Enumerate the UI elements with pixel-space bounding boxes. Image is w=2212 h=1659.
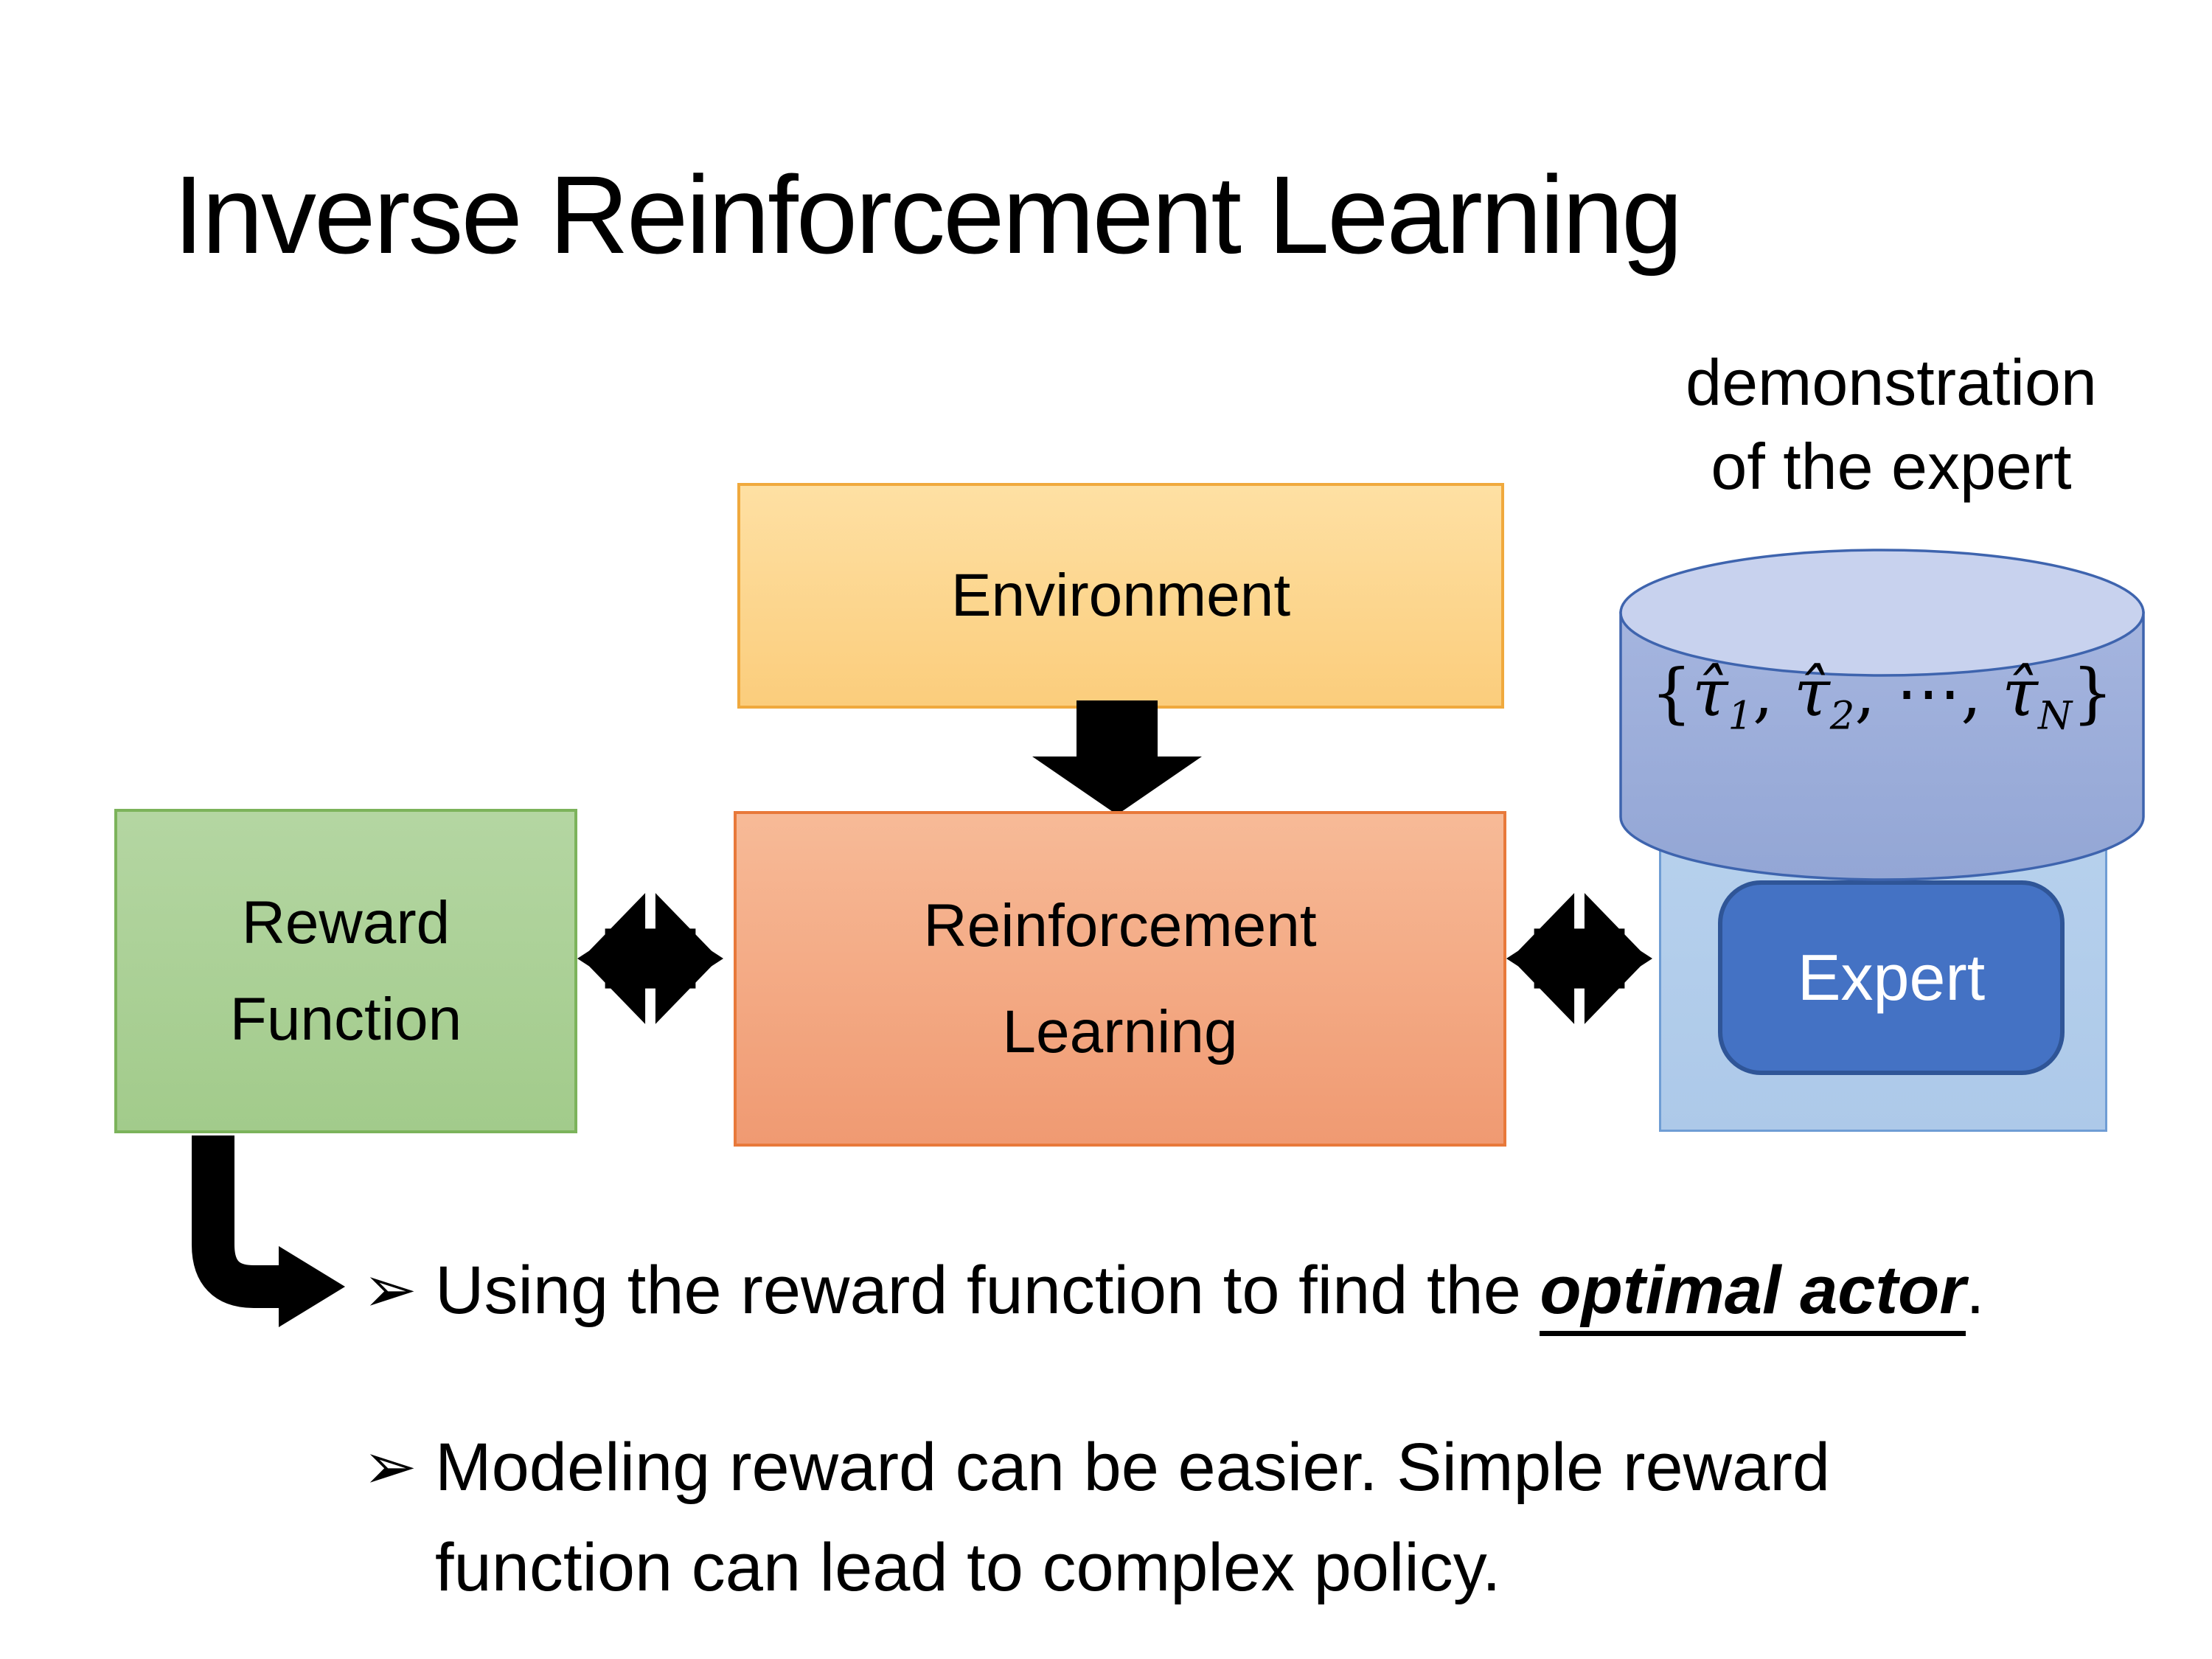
bullet-item-1: ➢ Using the reward function to find the … [363, 1240, 2147, 1340]
rl-label-line1: Reinforcement [923, 892, 1317, 959]
tau-hat-n: τ̂ [2002, 655, 2038, 731]
comma: , [1753, 655, 1795, 731]
optimal-actor-emphasis: optimal actor [1540, 1253, 1966, 1336]
down-arrow-icon [1032, 700, 1202, 815]
comma: , [1961, 655, 2003, 731]
tau-hat-2: τ̂ [1794, 655, 1830, 731]
bullet-2-line1: Modeling reward can be easier. Simple re… [435, 1430, 1831, 1505]
tau-sub-n: N [2037, 693, 2073, 739]
reward-function-box: Reward Function [114, 809, 577, 1133]
expert-box: Expert [1718, 880, 2065, 1075]
tau-hat-1: τ̂ [1691, 655, 1728, 731]
reinforcement-learning-box: Reinforcement Learning [734, 804, 1511, 1147]
trajectory-set-formula: {τ̂1, τ̂2, ⋯, τ̂N} [1618, 655, 2146, 735]
environment-label: Environment [950, 562, 1291, 630]
demonstration-cylinder-icon [1619, 549, 2145, 881]
bullet-arrowhead-icon: ➢ [363, 1251, 417, 1327]
bullet-2-text: Modeling reward can be easier. Simple re… [435, 1417, 2147, 1618]
rl-label-line2: Learning [1002, 998, 1238, 1065]
brace-open: { [1650, 655, 1692, 731]
elbow-arrow-icon [192, 1135, 345, 1327]
tau-sub-1: 1 [1728, 693, 1753, 739]
exchange-arrow-right-icon [1506, 883, 1652, 1034]
page-title: Inverse Reinforcement Learning [173, 153, 1683, 276]
bullet-2-line2: function can lead to complex policy. [435, 1530, 1501, 1606]
bullet-1-suffix: . [1966, 1253, 1985, 1328]
reward-label-line1: Reward [241, 888, 451, 956]
reward-label-line2: Function [229, 986, 462, 1053]
demonstration-label: demonstration of the expert [1578, 341, 2205, 509]
tau-sub-2: 2 [1829, 693, 1855, 739]
midline-ellipsis: ⋯ [1896, 655, 1961, 731]
bullet-1-text: Using the reward function to find the op… [435, 1240, 2147, 1340]
environment-box: Environment [737, 483, 1504, 709]
exchange-arrow-left-icon [577, 883, 723, 1034]
bullet-arrowhead-icon: ➢ [363, 1428, 417, 1504]
demonstration-label-line1: demonstration [1686, 346, 2097, 419]
brace-close: } [2072, 655, 2114, 731]
bullet-item-2: ➢ Modeling reward can be easier. Simple … [363, 1417, 2147, 1618]
demonstration-label-line2: of the expert [1711, 430, 2072, 504]
expert-label: Expert [1797, 941, 1986, 1014]
comma: , [1854, 655, 1896, 731]
bullet-1-prefix: Using the reward function to find the [435, 1253, 1540, 1328]
